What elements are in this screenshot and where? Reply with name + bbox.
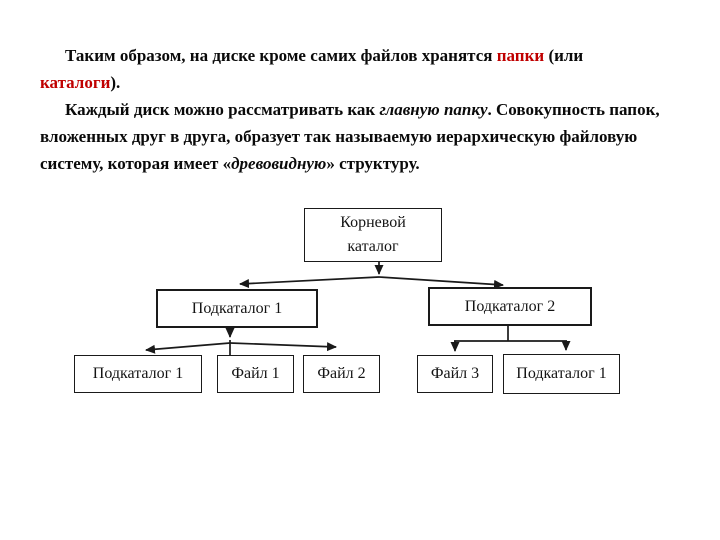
text-segment: Каждый диск можно рассматривать как bbox=[65, 100, 380, 119]
node-label: Корневой каталог bbox=[340, 214, 406, 255]
paragraph-2: Каждый диск можно рассматривать как глав… bbox=[40, 96, 660, 177]
emphasis-katalogi: каталоги bbox=[40, 73, 111, 92]
paragraph-1: Таким образом, на диске кроме самих файл… bbox=[40, 42, 660, 96]
node-file-3: Файл 3 bbox=[417, 355, 493, 393]
text-segment: Таким образом, на диске кроме самих файл… bbox=[65, 46, 497, 65]
emphasis-drevovidnuyu: древовидную bbox=[231, 154, 327, 173]
body-text: Таким образом, на диске кроме самих файл… bbox=[40, 42, 660, 177]
emphasis-papki: папки bbox=[496, 46, 545, 65]
node-label: Подкаталог 2 bbox=[464, 297, 556, 315]
node-label: Подкаталог 1 bbox=[191, 299, 283, 317]
node-subdir-1: Подкаталог 1 bbox=[156, 289, 318, 328]
text-segment: » структуру. bbox=[326, 154, 420, 173]
node-subdir-1-child-subdir: Подкаталог 1 bbox=[74, 355, 202, 393]
node-label: Подкаталог 1 bbox=[92, 365, 184, 382]
node-label: Файл 1 bbox=[231, 365, 280, 382]
node-file-2: Файл 2 bbox=[303, 355, 380, 393]
emphasis-glavnuyu-papku: главную папку bbox=[379, 100, 488, 119]
node-label: Подкаталог 1 bbox=[516, 365, 607, 382]
text-segment: (или bbox=[544, 46, 584, 65]
node-subdir-2-child-subdir: Подкаталог 1 bbox=[503, 354, 620, 394]
node-file-1: Файл 1 bbox=[217, 355, 294, 393]
text-segment: . Совокупность папок, вложенных друг в д… bbox=[40, 100, 660, 173]
node-label: Файл 3 bbox=[430, 365, 480, 382]
node-subdir-2: Подкаталог 2 bbox=[428, 287, 592, 326]
node-label: Файл 2 bbox=[317, 365, 366, 382]
node-root-catalog: Корневой каталог bbox=[304, 208, 442, 262]
text-segment: ). bbox=[110, 73, 121, 92]
